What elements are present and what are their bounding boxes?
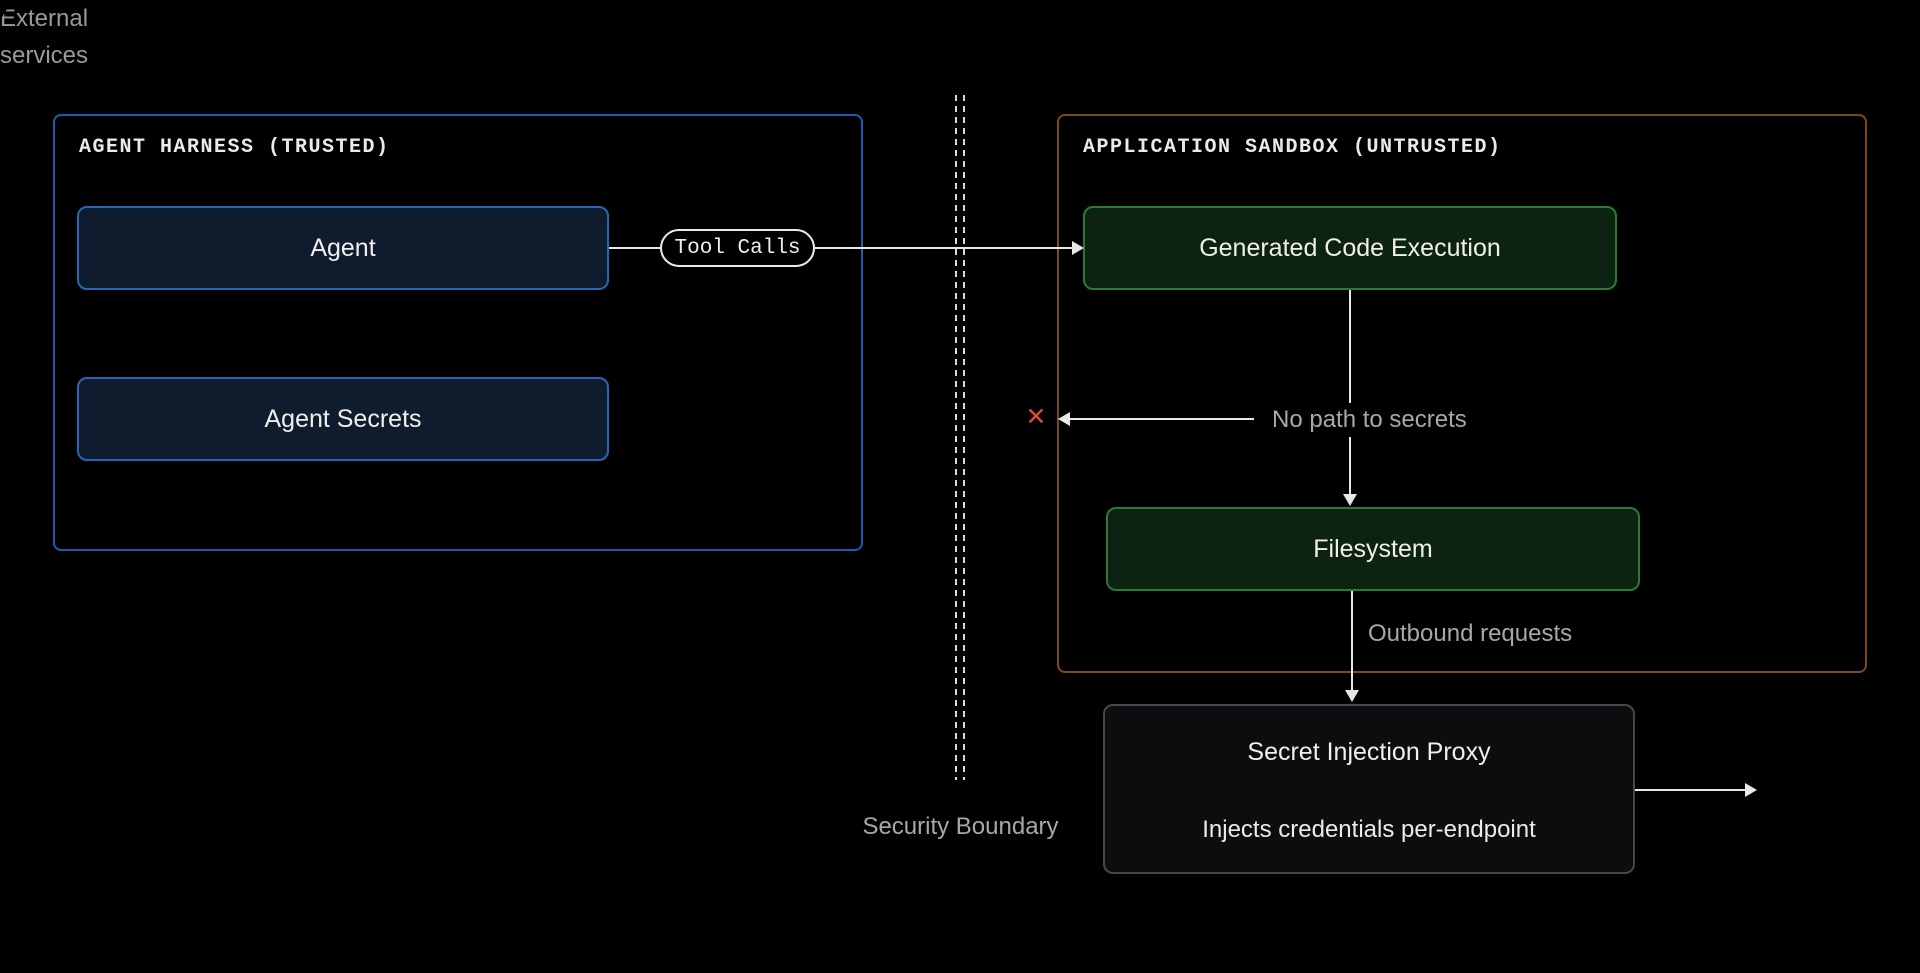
edge-codegen-to-filesystem-line bbox=[1349, 290, 1351, 494]
node-agent-secrets: Agent Secrets bbox=[77, 377, 609, 461]
application-sandbox-group: APPLICATION SANDBOX (UNTRUSTED) bbox=[1057, 114, 1867, 673]
node-agent-secrets-label: Agent Secrets bbox=[264, 404, 422, 433]
edge-agent-to-codegen-arrowhead bbox=[1072, 241, 1084, 255]
node-generated-code-execution: Generated Code Execution bbox=[1083, 206, 1617, 290]
edge-no-path-arrowhead bbox=[1058, 412, 1070, 426]
secret-injection-proxy-subtitle: Injects credentials per-endpoint bbox=[1202, 816, 1536, 843]
edge-no-path-line bbox=[1068, 418, 1254, 420]
edge-filesystem-to-proxy-arrowhead bbox=[1345, 690, 1359, 702]
agent-harness-group: AGENT HARNESS (TRUSTED) bbox=[53, 114, 863, 551]
blocked-x-icon: ✕ bbox=[1025, 403, 1047, 431]
edge-filesystem-to-proxy-line bbox=[1351, 591, 1353, 690]
node-agent-label: Agent bbox=[310, 233, 376, 262]
tool-calls-pill: Tool Calls bbox=[660, 229, 815, 267]
edge-proxy-to-external-line bbox=[1635, 789, 1745, 791]
edge-proxy-to-external-arrowhead bbox=[1745, 783, 1757, 797]
node-filesystem-label: Filesystem bbox=[1313, 534, 1433, 563]
node-agent: Agent bbox=[77, 206, 609, 290]
no-path-to-secrets-label: No path to secrets bbox=[1262, 403, 1477, 437]
security-boundary-label: Security Boundary bbox=[862, 813, 1059, 840]
edge-codegen-to-filesystem-arrowhead bbox=[1343, 494, 1357, 506]
node-filesystem: Filesystem bbox=[1106, 507, 1640, 591]
external-services-line1: External bbox=[0, 5, 89, 32]
node-secret-injection-proxy: Secret Injection Proxy Injects credentia… bbox=[1103, 704, 1635, 874]
external-services-label: External services bbox=[0, 0, 1920, 74]
tool-calls-label: Tool Calls bbox=[674, 236, 801, 260]
outbound-requests-label: Outbound requests bbox=[1368, 620, 1573, 647]
security-boundary-dash-line-left bbox=[955, 95, 957, 780]
agent-harness-title: AGENT HARNESS (TRUSTED) bbox=[79, 136, 390, 159]
application-sandbox-title: APPLICATION SANDBOX (UNTRUSTED) bbox=[1083, 136, 1502, 159]
security-boundary-dash-line-right bbox=[963, 95, 965, 780]
edge-agent-to-codegen-line bbox=[609, 247, 1074, 249]
external-services-line2: services bbox=[0, 42, 89, 69]
secret-injection-proxy-title: Secret Injection Proxy bbox=[1247, 738, 1491, 766]
node-generated-code-execution-label: Generated Code Execution bbox=[1199, 233, 1501, 262]
